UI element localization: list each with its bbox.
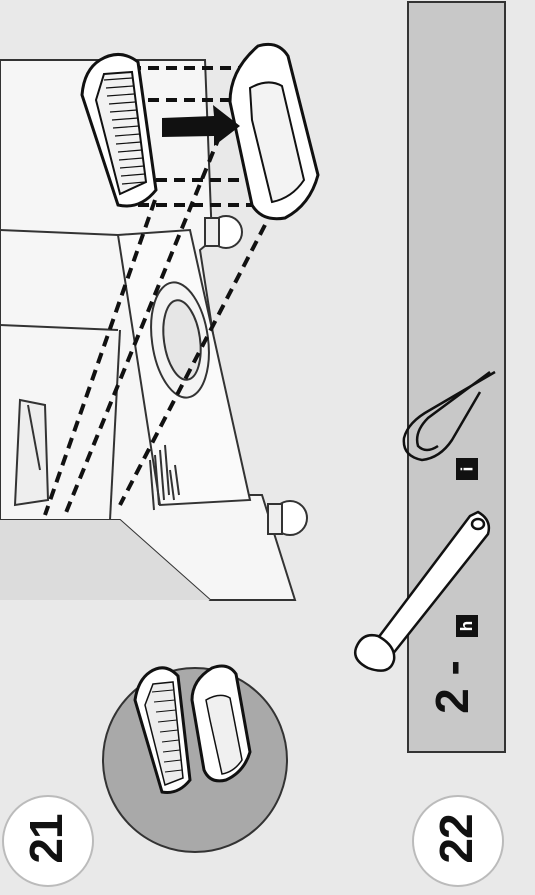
step-21-detail-circle (103, 666, 287, 852)
drip-tray (230, 44, 318, 218)
step-22-parts-panel (408, 2, 505, 752)
part-tag-i: i (456, 458, 478, 480)
part-tag-h: h (456, 615, 478, 637)
part-letter-h: h (457, 621, 477, 631)
parts-quantity-label: 2 - (425, 647, 479, 727)
part-letter-i: i (457, 467, 477, 472)
step-22-number: 22 (432, 799, 480, 879)
step-21-number: 21 (22, 799, 70, 879)
